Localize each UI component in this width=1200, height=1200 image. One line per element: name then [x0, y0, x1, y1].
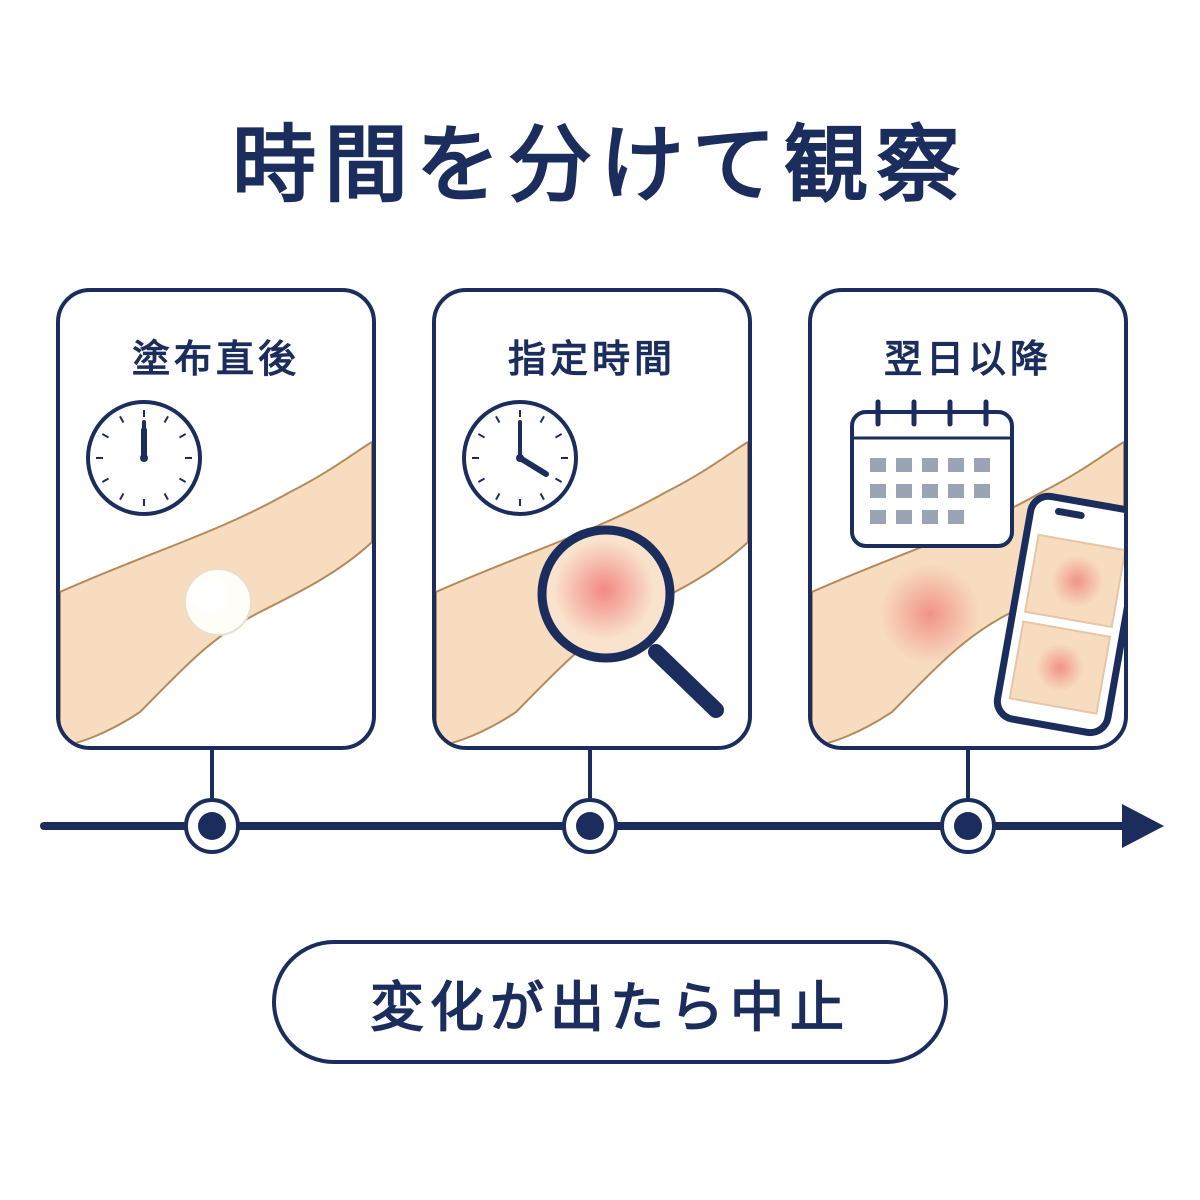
- timeline-marker: [562, 798, 618, 854]
- arm-scene: [436, 400, 748, 746]
- clock-icon: [462, 400, 578, 516]
- page-title: 時間を分けて観察: [231, 116, 968, 214]
- timeline: [40, 748, 1164, 854]
- redness-spot: [880, 564, 980, 664]
- arm-scene: [812, 399, 1124, 746]
- cream-patch: [184, 568, 252, 636]
- magnifier-icon: [537, 525, 724, 718]
- stop-notice: 変化が出たら中止: [272, 940, 948, 1064]
- calendar-icon: [850, 399, 1014, 548]
- clock-icon: [86, 400, 202, 516]
- timeline-marker: [940, 798, 996, 854]
- arm-scene: [60, 400, 372, 746]
- panel-immediately-after: 塗布直後: [56, 288, 376, 750]
- timeline-marker: [184, 798, 240, 854]
- panel-next-day-onward: 翌日以降: [808, 288, 1128, 750]
- smartphone-icon: [993, 492, 1124, 737]
- panel-label: 翌日以降: [883, 337, 1052, 381]
- stop-notice-text: 変化が出たら中止: [370, 975, 850, 1039]
- redness-spot: [554, 540, 654, 640]
- panel-label: 指定時間: [507, 337, 676, 381]
- timeline-connectors: [210, 748, 970, 798]
- panel-specified-time: 指定時間: [432, 288, 752, 750]
- panel-label: 塗布直後: [131, 337, 300, 381]
- timeline-arrowhead: [1122, 804, 1164, 848]
